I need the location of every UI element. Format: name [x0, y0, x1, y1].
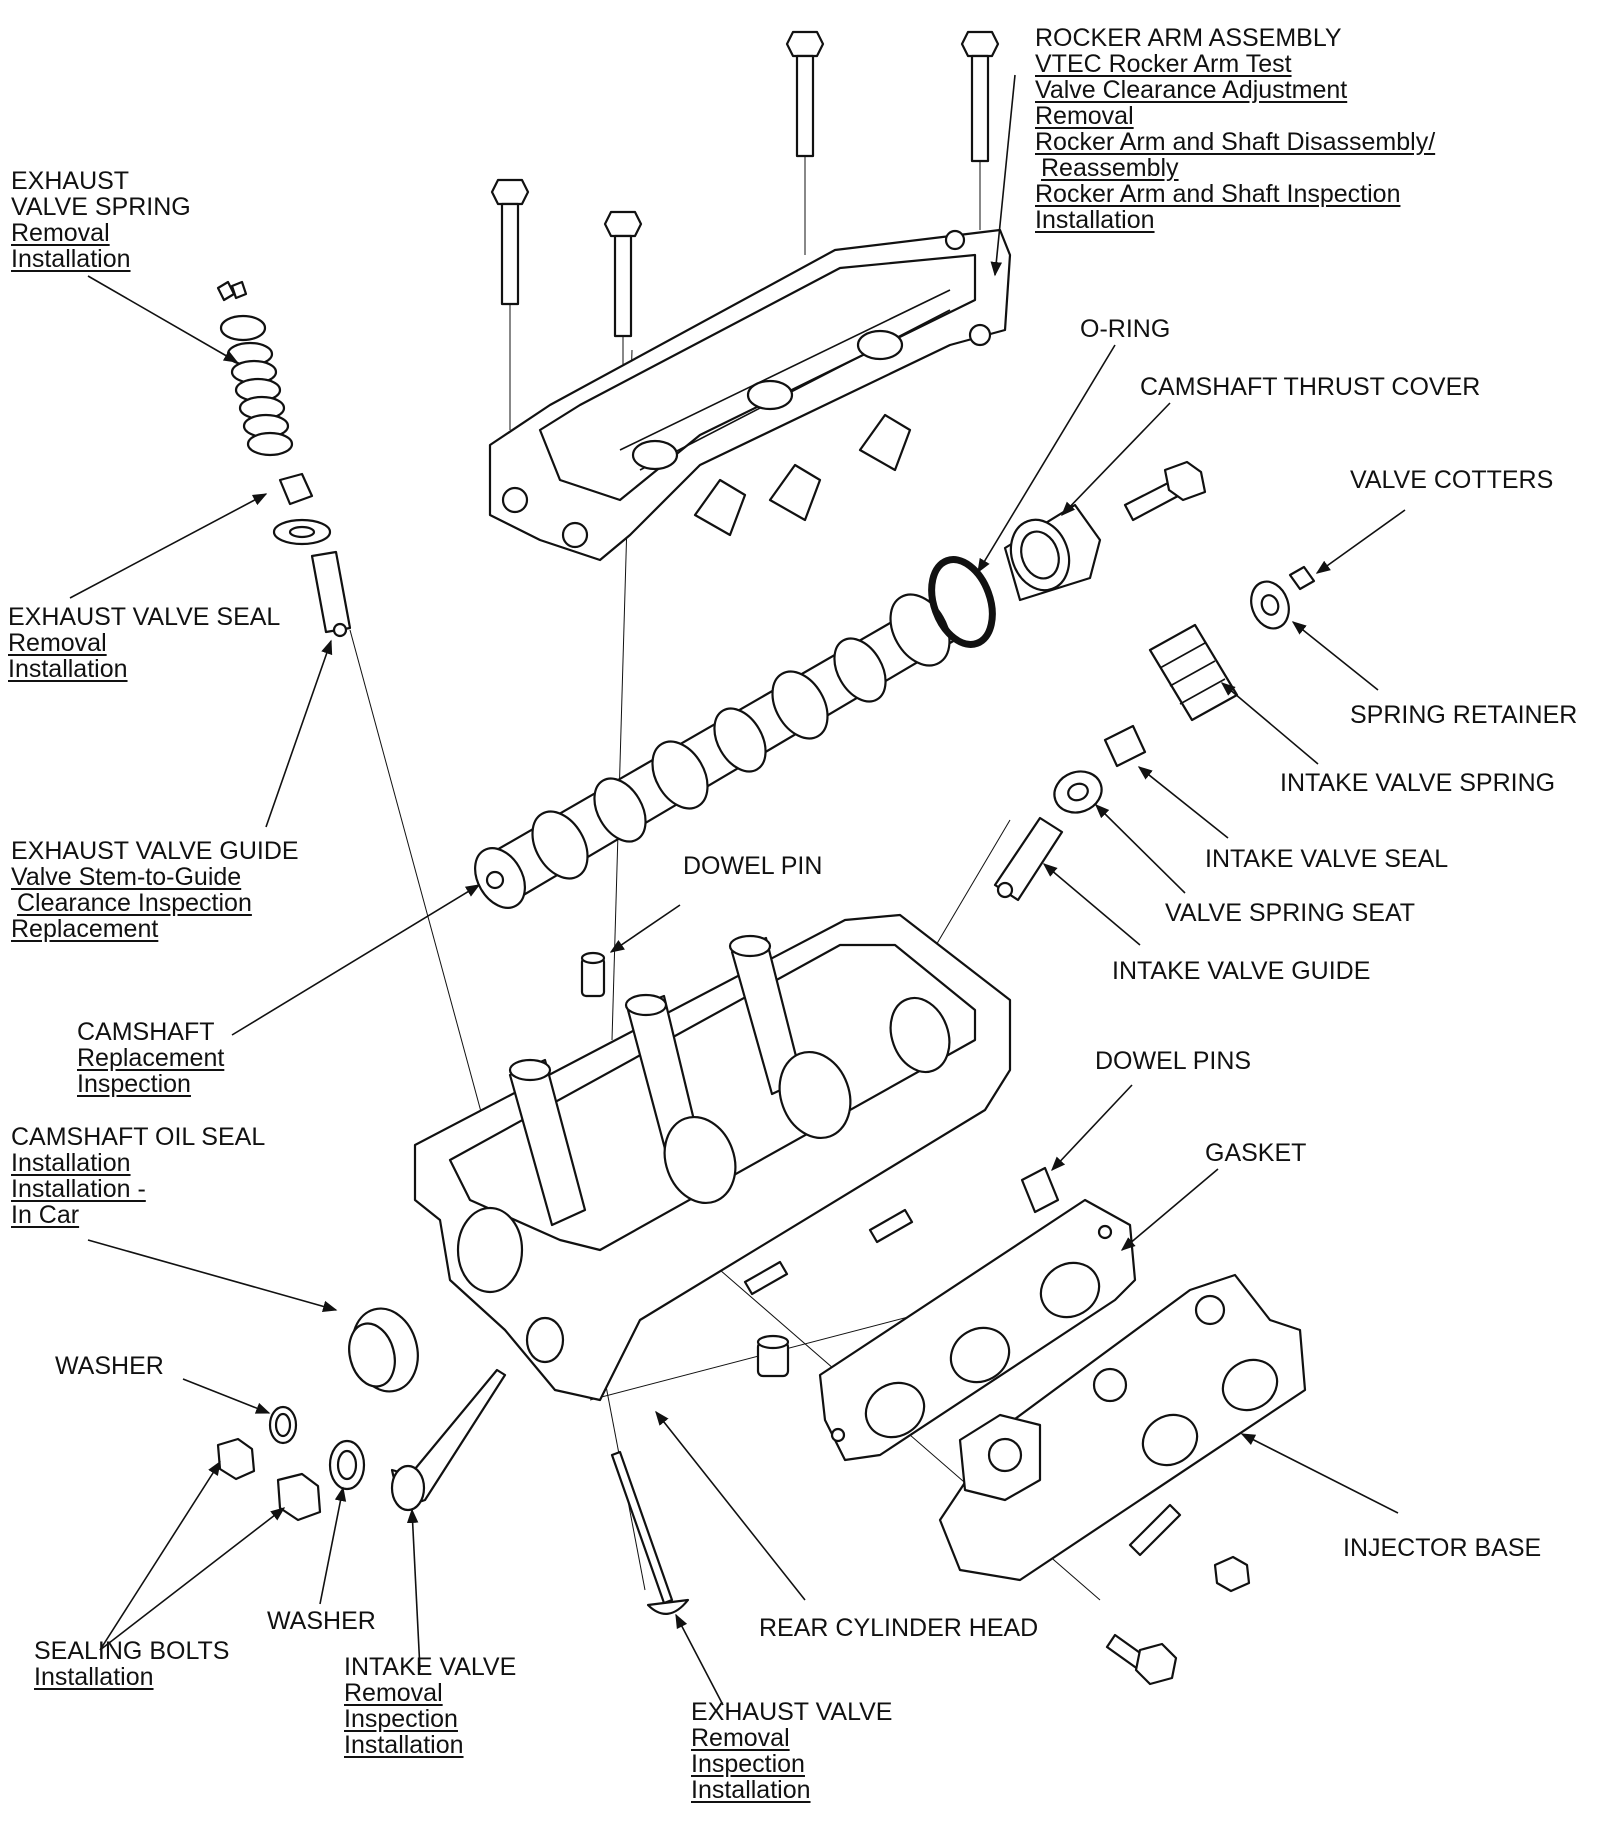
callout-rear-cylinder-head: REAR CYLINDER HEAD: [759, 1615, 1038, 1641]
callout-washer-top: WASHER: [55, 1353, 164, 1379]
callout-title: DOWEL PIN: [683, 852, 823, 880]
callout-intake-valve-spring: INTAKE VALVE SPRING: [1280, 770, 1555, 796]
link-sealing-bolts-installation[interactable]: Installation: [34, 1663, 154, 1691]
callout-o-ring: O-RING: [1080, 316, 1170, 342]
callout-title: SPRING RETAINER: [1350, 701, 1578, 729]
link-exhaust-seal-installation[interactable]: Installation: [8, 655, 128, 683]
gasket-drawing: [818, 1198, 1137, 1462]
callout-title: INTAKE VALVE SEAL: [1205, 845, 1449, 873]
callout-title: EXHAUST VALVE SEAL: [8, 603, 281, 631]
callout-title: VALVE COTTERS: [1350, 466, 1554, 494]
injector-base-drawing: [938, 1273, 1307, 1686]
link-rocker-arm-removal[interactable]: Removal: [1035, 102, 1134, 130]
callout-title: EXHAUST VALVE GUIDE: [11, 837, 299, 865]
callout-injector-base: INJECTOR BASE: [1343, 1535, 1541, 1561]
callout-title: INTAKE VALVE SPRING: [1280, 769, 1556, 797]
callout-title: INTAKE VALVE GUIDE: [1112, 957, 1371, 985]
callout-valve-cotters: VALVE COTTERS: [1350, 467, 1553, 493]
link-rocker-arm-disassembly[interactable]: Rocker Arm and Shaft Disassembly/: [1035, 128, 1436, 156]
callout-title: VALVE SPRING SEAT: [1165, 899, 1416, 927]
callout-intake-valve-guide: INTAKE VALVE GUIDE: [1112, 958, 1370, 984]
callout-intake-valve: INTAKE VALVE Removal Inspection Installa…: [344, 1654, 516, 1758]
callout-exhaust-valve-seal: EXHAUST VALVE SEAL Removal Installation: [8, 604, 280, 682]
callout-spring-retainer: SPRING RETAINER: [1350, 702, 1577, 728]
callout-intake-valve-seal: INTAKE VALVE SEAL: [1205, 846, 1448, 872]
bottom-small-parts-drawing: [216, 1368, 690, 1615]
cylinder-head-drawing: [413, 913, 1012, 1402]
link-valve-stem-to-guide[interactable]: Valve Stem-to-Guide: [11, 863, 242, 891]
link-exhaust-seal-removal[interactable]: Removal: [8, 629, 107, 657]
link-vtec-rocker-arm-test[interactable]: VTEC Rocker Arm Test: [1035, 50, 1292, 78]
link-oil-seal-in-car[interactable]: In Car: [11, 1201, 80, 1229]
camshaft-thrust-cover-drawing: [1003, 460, 1207, 602]
callout-exhaust-valve: EXHAUST VALVE Removal Inspection Install…: [691, 1699, 892, 1803]
link-camshaft-inspection[interactable]: Inspection: [77, 1070, 191, 1098]
callout-gasket: GASKET: [1205, 1140, 1306, 1166]
exhaust-valve-parts-drawing: [216, 280, 352, 638]
link-oil-seal-installation[interactable]: Installation: [11, 1149, 131, 1177]
callout-dowel-pins: DOWEL PINS: [1095, 1048, 1251, 1074]
link-exhaust-spring-removal[interactable]: Removal: [11, 219, 110, 247]
callout-rocker-arm-assembly: ROCKER ARM ASSEMBLY VTEC Rocker Arm Test…: [1035, 25, 1435, 233]
link-guide-replacement[interactable]: Replacement: [11, 915, 159, 943]
callout-title: WASHER: [55, 1352, 164, 1380]
callout-title: GASKET: [1205, 1139, 1307, 1167]
intake-valve-parts-drawing: [993, 565, 1316, 902]
callout-title: EXHAUST: [11, 167, 130, 195]
callout-title: O-RING: [1080, 315, 1171, 343]
link-intake-valve-inspection[interactable]: Inspection: [344, 1705, 458, 1733]
link-oil-seal-installation-in-car[interactable]: Installation -: [11, 1175, 146, 1203]
callout-title: CAMSHAFT: [77, 1018, 215, 1046]
callout-camshaft-thrust-cover: CAMSHAFT THRUST COVER: [1140, 374, 1480, 400]
link-rocker-arm-reassembly[interactable]: Reassembly: [1041, 154, 1179, 182]
callout-title: CAMSHAFT THRUST COVER: [1140, 373, 1481, 401]
callout-dowel-pin: DOWEL PIN: [683, 853, 822, 879]
callout-sealing-bolts: SEALING BOLTS Installation: [34, 1638, 229, 1690]
dowel-pins-drawing: [1020, 1166, 1060, 1214]
link-exhaust-valve-removal[interactable]: Removal: [691, 1724, 790, 1752]
link-exhaust-spring-installation[interactable]: Installation: [11, 245, 131, 273]
link-valve-clearance-adjustment[interactable]: Valve Clearance Adjustment: [1035, 76, 1348, 104]
callout-camshaft-oil-seal: CAMSHAFT OIL SEAL Installation Installat…: [11, 1124, 265, 1228]
callout-title: WASHER: [267, 1607, 376, 1635]
o-ring-drawing: [928, 556, 996, 648]
leader-arrows: [69, 74, 1406, 1706]
callout-title: EXHAUST VALVE: [691, 1698, 893, 1726]
link-camshaft-replacement[interactable]: Replacement: [77, 1044, 225, 1072]
link-intake-valve-removal[interactable]: Removal: [344, 1679, 443, 1707]
rocker-bolts-drawing: [490, 30, 1000, 338]
link-rocker-arm-inspection[interactable]: Rocker Arm and Shaft Inspection: [1035, 180, 1401, 208]
callout-title: INTAKE VALVE: [344, 1653, 517, 1681]
link-exhaust-valve-installation[interactable]: Installation: [691, 1776, 811, 1804]
link-exhaust-valve-inspection[interactable]: Inspection: [691, 1750, 805, 1778]
callout-camshaft: CAMSHAFT Replacement Inspection: [77, 1019, 224, 1097]
callout-washer-bottom: WASHER: [267, 1608, 376, 1634]
link-clearance-inspection[interactable]: Clearance Inspection: [17, 889, 252, 917]
rocker-arm-assembly-drawing: [488, 228, 1012, 562]
callout-valve-spring-seat: VALVE SPRING SEAT: [1165, 900, 1415, 926]
callout-exhaust-valve-guide: EXHAUST VALVE GUIDE Valve Stem-to-Guide …: [11, 838, 299, 942]
link-rocker-arm-installation[interactable]: Installation: [1035, 206, 1155, 234]
callout-title: INJECTOR BASE: [1343, 1534, 1542, 1562]
callout-title: VALVE SPRING: [11, 193, 191, 221]
callout-title: REAR CYLINDER HEAD: [759, 1614, 1039, 1642]
dowel-pin-drawing: [580, 951, 606, 998]
camshaft-oil-seal-drawing: [348, 1307, 419, 1393]
link-intake-valve-installation[interactable]: Installation: [344, 1731, 464, 1759]
callout-exhaust-valve-spring: EXHAUST VALVE SPRING Removal Installatio…: [11, 168, 191, 272]
callout-title: DOWEL PINS: [1095, 1047, 1252, 1075]
callout-title: ROCKER ARM ASSEMBLY: [1035, 24, 1342, 52]
callout-title: CAMSHAFT OIL SEAL: [11, 1123, 266, 1151]
callout-title: SEALING BOLTS: [34, 1637, 230, 1665]
